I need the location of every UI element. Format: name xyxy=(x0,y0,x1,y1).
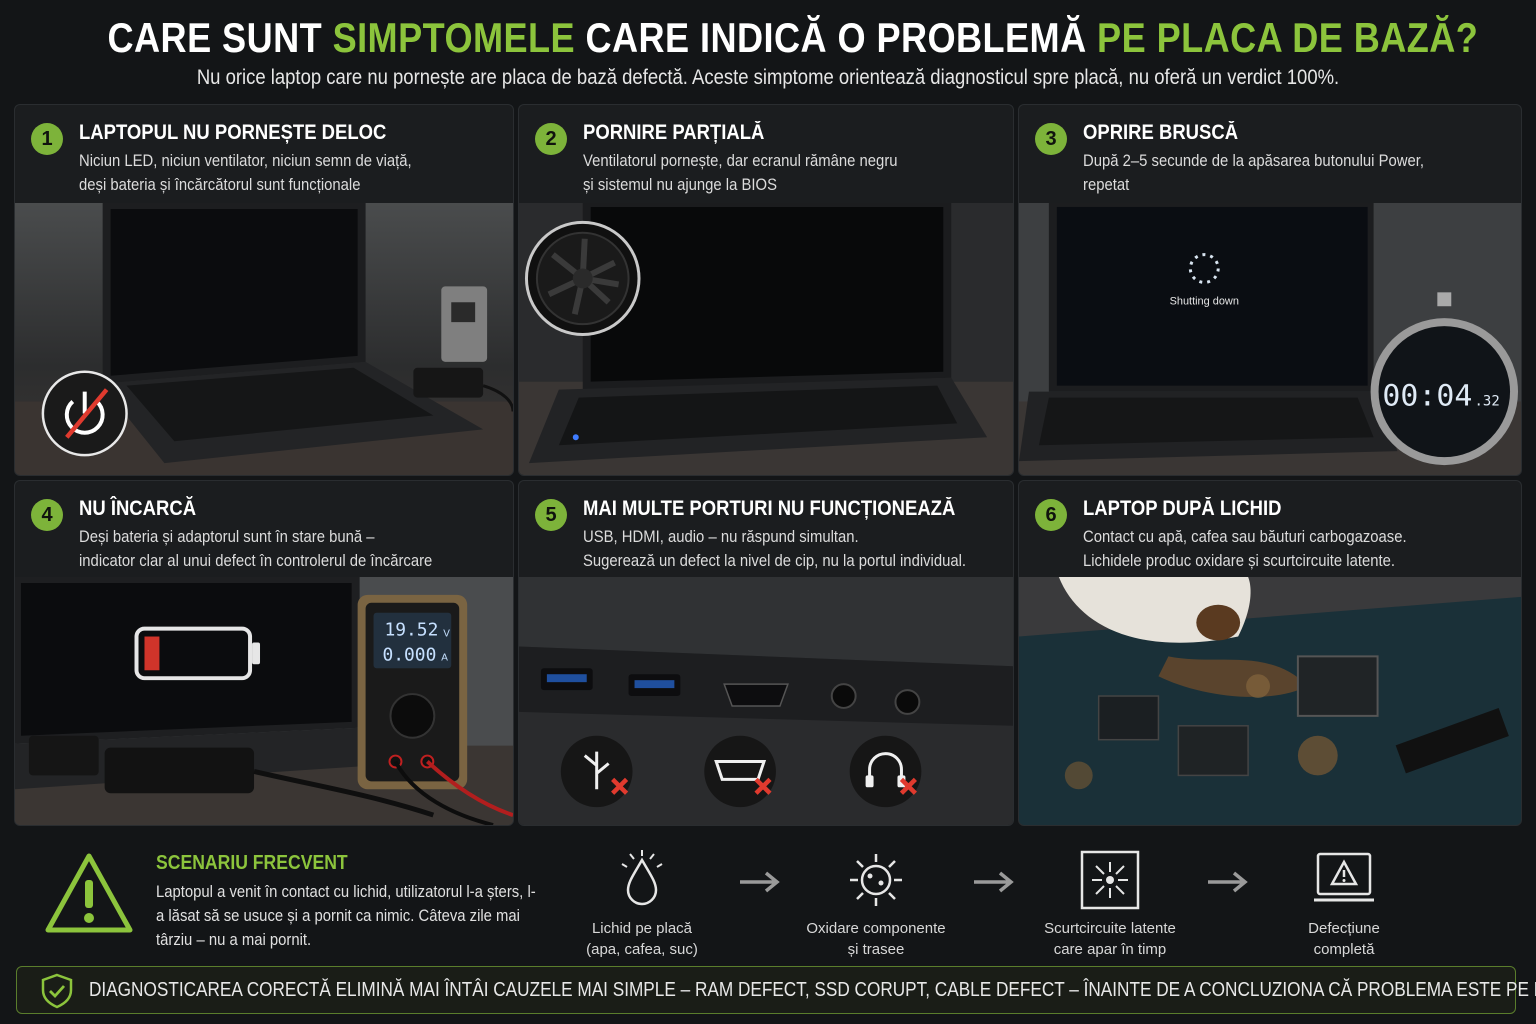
meter-voltage-unit: V xyxy=(443,629,450,640)
card-description: USB, HDMI, audio – nu răspund simultan. … xyxy=(583,528,967,570)
laptop-photo xyxy=(519,203,1013,475)
arrow-right-icon xyxy=(740,871,780,893)
symptom-card-6: 6 LAPTOP DUPĂ LICHID Contact cu apă, caf… xyxy=(1018,480,1522,826)
step-label: Oxidare componente și trasee xyxy=(806,920,946,958)
meter-current: 0.000 xyxy=(382,644,436,665)
power-off-icon xyxy=(64,388,109,439)
shield-check-icon xyxy=(41,973,73,1009)
scenario-text: Laptopul a venit în contact cu lichid, u… xyxy=(156,883,536,949)
arrow-right-icon xyxy=(1208,871,1248,893)
scenario-panel: SCENARIU FRECVENT Laptopul a venit în co… xyxy=(14,838,1522,960)
scenario-step-4: Defecțiune completă xyxy=(1254,848,1434,960)
page-subtitle: Nu orice laptop care nu pornește are pla… xyxy=(196,66,1340,89)
card-number-badge: 3 xyxy=(1035,123,1067,155)
step-label: Defecțiune completă xyxy=(1308,920,1380,958)
card-title: NU ÎNCARCĂ xyxy=(79,497,197,520)
footer-text: DIAGNOSTICAREA CORECTĂ ELIMINĂ MAI ÎNTÂI… xyxy=(89,979,1536,1001)
meter-current-unit: A xyxy=(441,652,448,663)
footer-note: DIAGNOSTICAREA CORECTĂ ELIMINĂ MAI ÎNTÂI… xyxy=(16,966,1536,1014)
card-number-badge: 2 xyxy=(535,123,567,155)
card-description: După 2–5 secunde de la apăsarea butonulu… xyxy=(1083,152,1424,194)
card-number-badge: 1 xyxy=(31,123,63,155)
card-title: LAPTOP DUPĂ LICHID xyxy=(1083,497,1282,520)
arrow-right-icon xyxy=(974,871,1014,893)
symptom-card-4: 4 NU ÎNCARCĂ Deși bateria și adaptorul s… xyxy=(14,480,514,826)
symptom-card-2: 2 PORNIRE PARȚIALĂ Ventilatorul pornește… xyxy=(518,104,1014,476)
droplet-icon xyxy=(621,850,663,906)
spinner-icon xyxy=(1188,253,1220,284)
card-description: Niciun LED, niciun ventilator, niciun se… xyxy=(79,152,412,194)
symptom-card-1: 1 LAPTOPUL NU PORNEȘTE DELOC Niciun LED,… xyxy=(14,104,514,476)
card-title: OPRIRE BRUSCĂ xyxy=(1083,121,1239,144)
motherboard-photo xyxy=(1019,577,1521,825)
step-label: Scurtcircuite latente care apar în timp xyxy=(1044,920,1176,958)
card-description: Contact cu apă, cafea sau băuturi carbog… xyxy=(1083,528,1407,570)
card-title: LAPTOPUL NU PORNEȘTE DELOC xyxy=(79,121,387,144)
headphones-icon xyxy=(849,735,922,808)
scenario-step-3: Scurtcircuite latente care apar în timp xyxy=(1020,848,1200,960)
timer-fraction: .32 xyxy=(1475,394,1500,410)
card-number-badge: 6 xyxy=(1035,499,1067,531)
step-label: Lichid pe placă (apa, cafea, suc) xyxy=(586,920,698,958)
warning-icon xyxy=(45,853,133,933)
scenario-title: SCENARIU FRECVENT xyxy=(156,852,348,874)
scenario-step-2: Oxidare componente și trasee xyxy=(786,848,966,960)
battery-low-icon xyxy=(134,626,261,681)
screen-status-text: Shutting down xyxy=(1170,295,1239,307)
laptop-photo: 19.52 V 0.000 A xyxy=(15,577,513,825)
oxidation-icon xyxy=(850,854,902,906)
card-title: MAI MULTE PORTURI NU FUNCȚIONEAZĂ xyxy=(583,497,956,520)
timer-readout: 00:04 xyxy=(1382,379,1472,414)
stopwatch-icon: 00:04 .32 xyxy=(1370,292,1519,466)
symptom-card-5: 5 MAI MULTE PORTURI NU FUNCȚIONEAZĂ USB,… xyxy=(518,480,1014,826)
card-title: PORNIRE PARȚIALĂ xyxy=(583,121,765,144)
liquid-damage-icon xyxy=(1058,577,1308,697)
laptop-photo xyxy=(15,203,513,475)
meter-voltage: 19.52 xyxy=(384,620,438,641)
hdmi-icon xyxy=(704,735,776,808)
scenario-step-1: Lichid pe placă (apa, cafea, suc) xyxy=(552,848,732,960)
laptop-photo: Shutting down 00:04 .32 xyxy=(1019,203,1521,475)
short-circuit-icon xyxy=(1080,850,1140,910)
usb-icon xyxy=(560,735,633,808)
laptop-warning-icon xyxy=(1314,852,1374,902)
card-number-badge: 5 xyxy=(535,499,567,531)
card-description: Deși bateria și adaptorul sunt în stare … xyxy=(79,528,433,570)
fan-icon xyxy=(535,231,630,326)
card-description: Ventilatorul pornește, dar ecranul rămân… xyxy=(583,152,898,194)
ports-photo xyxy=(519,577,1013,825)
symptom-card-3: 3 OPRIRE BRUSCĂ După 2–5 secunde de la a… xyxy=(1018,104,1522,476)
card-number-badge: 4 xyxy=(31,499,63,531)
page-title: CARE SUNT SIMPTOMELE CARE INDICĂ O PROBL… xyxy=(107,14,1479,61)
